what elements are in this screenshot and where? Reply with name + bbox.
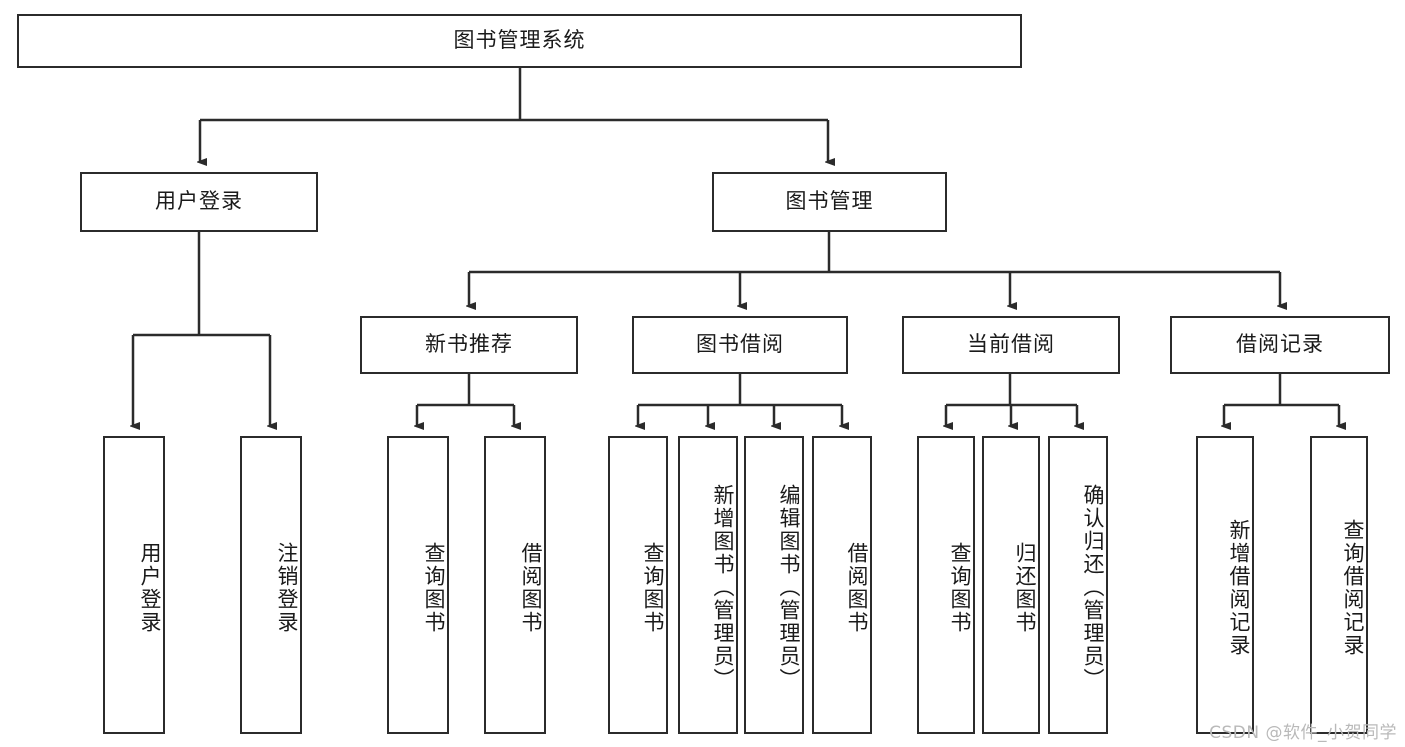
leaf-new-book-query-book[interactable]: 查询图书 xyxy=(387,436,449,734)
leaf-book-borrow-add-book-admin[interactable]: 新增图书（管理员） xyxy=(678,436,738,734)
node-label: 借阅记录 xyxy=(1236,332,1324,357)
leaf-user-login-logout[interactable]: 注销登录 xyxy=(240,436,302,734)
leaf-book-borrow-edit-book-admin[interactable]: 编辑图书（管理员） xyxy=(744,436,804,734)
node-book-borrow[interactable]: 图书借阅 xyxy=(632,316,848,374)
leaf-book-borrow-query-book[interactable]: 查询图书 xyxy=(608,436,668,734)
node-root-book-management-system[interactable]: 图书管理系统 xyxy=(17,14,1022,68)
node-label: 当前借阅 xyxy=(967,332,1055,357)
leaf-user-login-login[interactable]: 用户登录 xyxy=(103,436,165,734)
node-label: 借阅图书 xyxy=(845,542,869,634)
leaf-current-borrow-return-book[interactable]: 归还图书 xyxy=(982,436,1040,734)
node-label: 用户登录 xyxy=(155,189,243,214)
node-user-login[interactable]: 用户登录 xyxy=(80,172,318,232)
node-label: 确认归还（管理员） xyxy=(1081,483,1105,691)
node-label: 查询图书 xyxy=(948,542,972,634)
node-label: 查询借阅记录 xyxy=(1341,519,1365,657)
node-label: 图书管理 xyxy=(785,189,874,214)
leaf-current-borrow-confirm-return-admin[interactable]: 确认归还（管理员） xyxy=(1048,436,1108,734)
node-label: 编辑图书（管理员） xyxy=(777,483,801,691)
node-label: 图书管理系统 xyxy=(453,28,586,53)
leaf-new-book-borrow-book[interactable]: 借阅图书 xyxy=(484,436,546,734)
node-label: 图书借阅 xyxy=(696,332,784,357)
leaf-book-borrow-borrow-book[interactable]: 借阅图书 xyxy=(812,436,872,734)
csdn-watermark: CSDN @软件_小贺同学 xyxy=(1209,723,1397,743)
node-label: 新增借阅记录 xyxy=(1227,519,1251,657)
leaf-borrow-record-query-record[interactable]: 查询借阅记录 xyxy=(1310,436,1368,734)
node-current-borrow[interactable]: 当前借阅 xyxy=(902,316,1120,374)
leaf-current-borrow-query-book[interactable]: 查询图书 xyxy=(917,436,975,734)
node-label: 归还图书 xyxy=(1013,542,1037,634)
leaf-borrow-record-add-record[interactable]: 新增借阅记录 xyxy=(1196,436,1254,734)
node-label: 注销登录 xyxy=(275,542,299,634)
node-label: 用户登录 xyxy=(138,542,162,634)
node-label: 新书推荐 xyxy=(425,332,513,357)
node-new-book-recommend[interactable]: 新书推荐 xyxy=(360,316,578,374)
node-label: 新增图书（管理员） xyxy=(711,483,735,691)
node-label: 查询图书 xyxy=(422,542,446,634)
node-book-management[interactable]: 图书管理 xyxy=(712,172,947,232)
node-label: 查询图书 xyxy=(641,542,665,634)
node-borrow-record[interactable]: 借阅记录 xyxy=(1170,316,1390,374)
node-label: 借阅图书 xyxy=(519,542,543,634)
